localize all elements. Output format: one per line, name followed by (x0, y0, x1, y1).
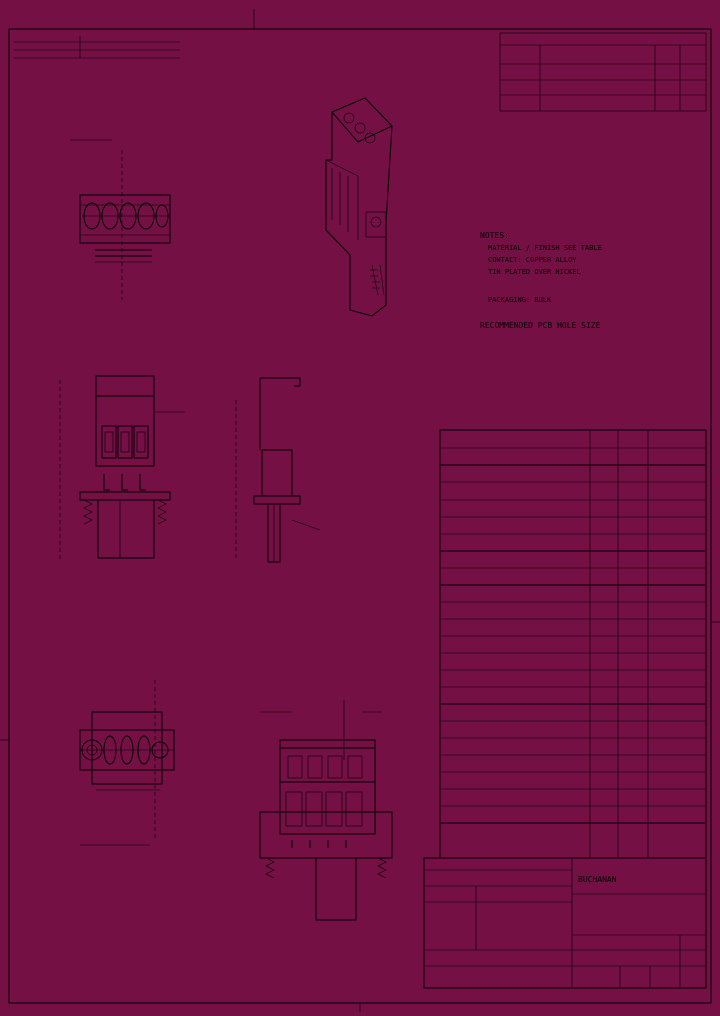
notes-line-5: PACKAGING: BULK (488, 296, 552, 304)
revision-table (499, 32, 707, 112)
brand-name: BUCHANAN (578, 875, 617, 884)
side-view-connector-icon (235, 377, 321, 563)
bottom-view-connector-icon (79, 680, 175, 846)
notes-line-2: MATERIAL / FINISH SEE TABLE (488, 244, 602, 252)
mated-assembly-connector-icon (259, 700, 393, 921)
notes-line-1: NOTES: (480, 231, 509, 240)
notes-line-4: TIN PLATED OVER NICKEL (488, 268, 581, 276)
notes-line-6: RECOMMENDED PCB HOLE SIZE (480, 321, 601, 330)
isometric-connector-icon (325, 97, 393, 317)
front-view-connector-icon (59, 375, 185, 560)
part-number-table (439, 429, 707, 859)
header-strip (14, 36, 180, 59)
notes-block: NOTES: MATERIAL / FINISH SEE TABLE CONTA… (480, 231, 602, 330)
drawing-border (0, 9, 720, 1012)
title-block: BUCHANAN (423, 857, 707, 989)
notes-line-3: CONTACT: COPPER ALLOY (488, 256, 577, 264)
front-view-small-icon (70, 139, 171, 300)
